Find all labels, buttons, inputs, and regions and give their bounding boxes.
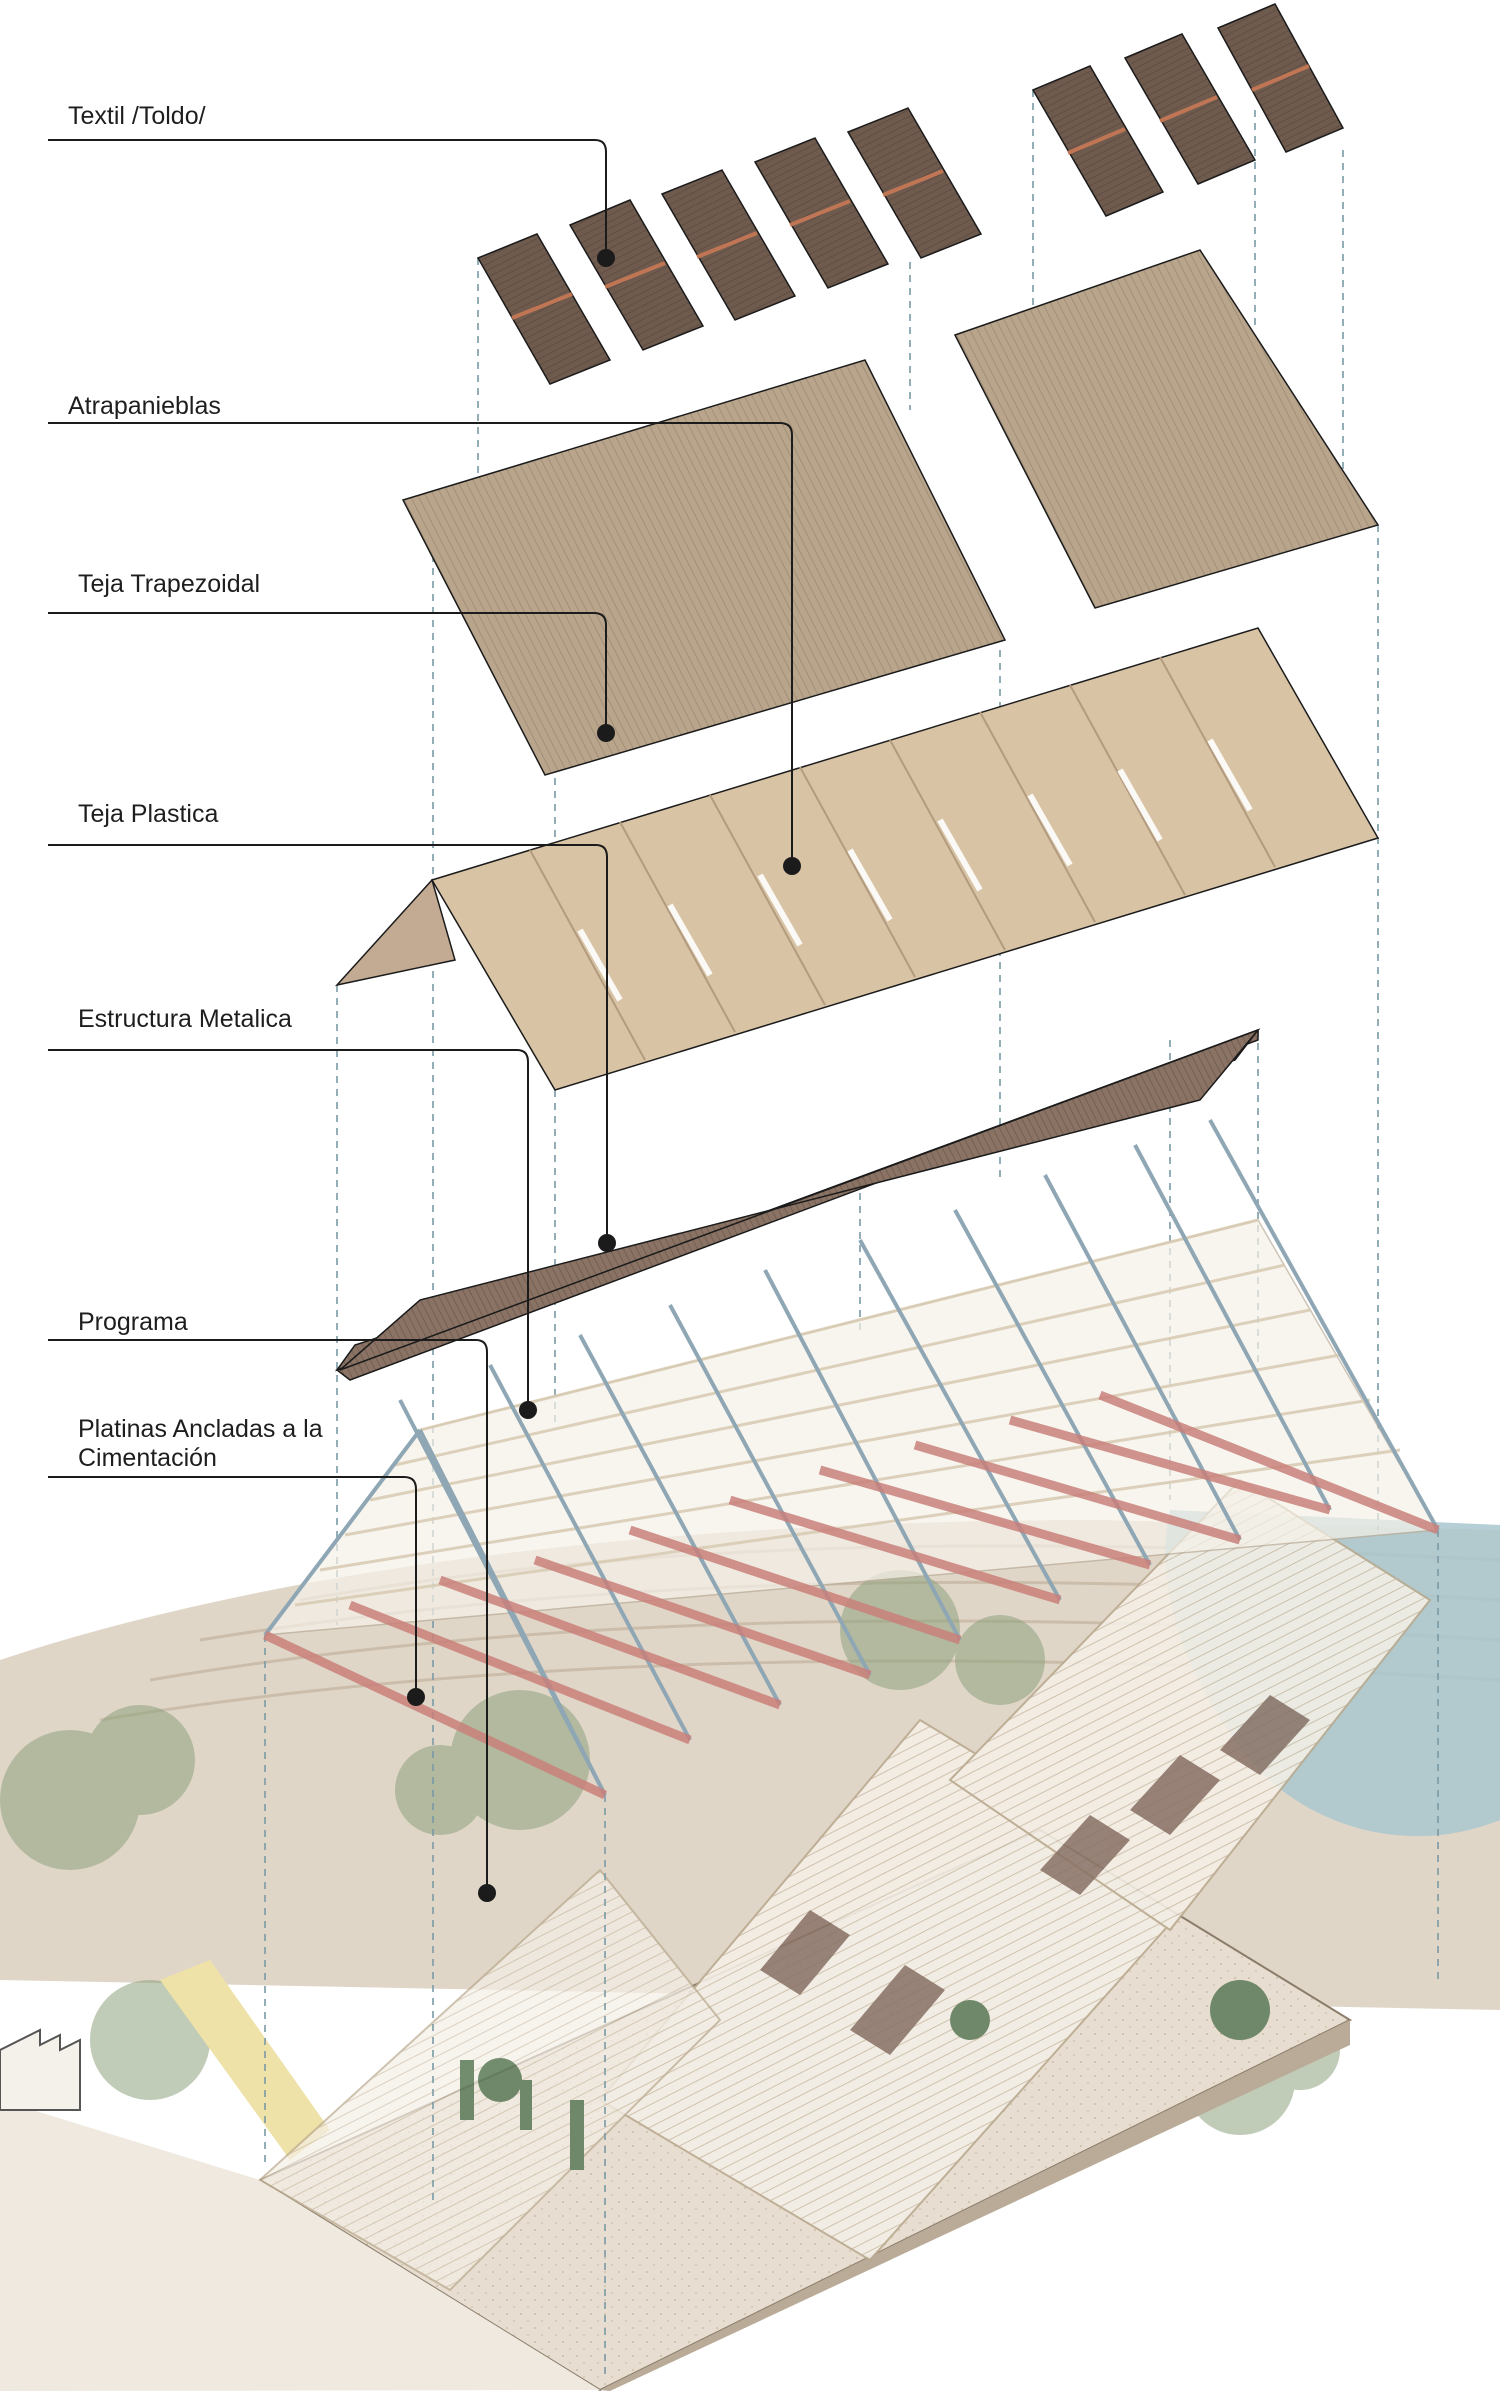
leader-platinas	[48, 1476, 417, 1695]
leader-dots	[407, 249, 801, 1902]
label-textil-toldo: Textil /Toldo/	[68, 102, 206, 130]
ladder-rafters-left	[263, 1428, 607, 1796]
fog-mesh-left	[401, 359, 1007, 776]
leader-dot	[519, 1401, 537, 1419]
fog-mesh-right	[953, 249, 1380, 609]
roof-right	[948, 1478, 1432, 1932]
leader-dot	[783, 857, 801, 875]
leader-textil	[48, 139, 607, 258]
leader-dot	[478, 1884, 496, 1902]
leader-lines	[48, 139, 793, 1890]
trapezoidal-gable	[334, 878, 456, 987]
leader-estructura	[48, 1049, 529, 1410]
leader-teja-trapezoidal	[48, 612, 607, 732]
platform-edge-left	[0, 2100, 600, 2391]
leader-programa	[48, 1339, 488, 1890]
label-estructura-metalica: Estructura Metalica	[78, 1005, 292, 1033]
ladder-rafters	[398, 1119, 1440, 1796]
label-programa: Programa	[78, 1308, 188, 1336]
trapezoidal-tile-seams	[529, 656, 1276, 1061]
leader-dot	[407, 1688, 425, 1706]
leader-dot	[597, 249, 615, 267]
platform-edge	[600, 2020, 1350, 2391]
teja-plastica-strip	[339, 1028, 1261, 1371]
layer-atrapanieblas	[401, 249, 1380, 776]
slide-path	[160, 1960, 330, 2160]
trapezoidal-roof	[430, 627, 1380, 1091]
leader-dot	[597, 724, 615, 742]
textile-stripes	[511, 64, 1310, 320]
label-teja-trapezoidal: Teja Trapezoidal	[78, 570, 261, 598]
layer-teja-trapezoidal	[334, 627, 1380, 1091]
red-base-beams	[263, 1390, 1440, 1800]
textile-panel	[476, 233, 612, 385]
leader-dot	[598, 1234, 616, 1252]
layer-estructura-metalica	[263, 1119, 1440, 1800]
label-teja-plastica: Teja Plastica	[78, 800, 219, 828]
layer-textil-toldo	[476, 3, 1345, 385]
label-platinas-cimentacion: Platinas Ancladas a la Cimentación	[78, 1415, 323, 1472]
building-program	[258, 1478, 1432, 2292]
leader-teja-plastica	[48, 844, 608, 1243]
roof-panels	[760, 1695, 1310, 2055]
leader-atrapanieblas	[48, 422, 793, 862]
garden-cacti	[460, 1980, 1270, 2170]
trapezoidal-highlights	[577, 738, 1253, 1002]
label-atrapanieblas: Atrapanieblas	[68, 392, 221, 420]
stairs	[0, 2028, 81, 2111]
